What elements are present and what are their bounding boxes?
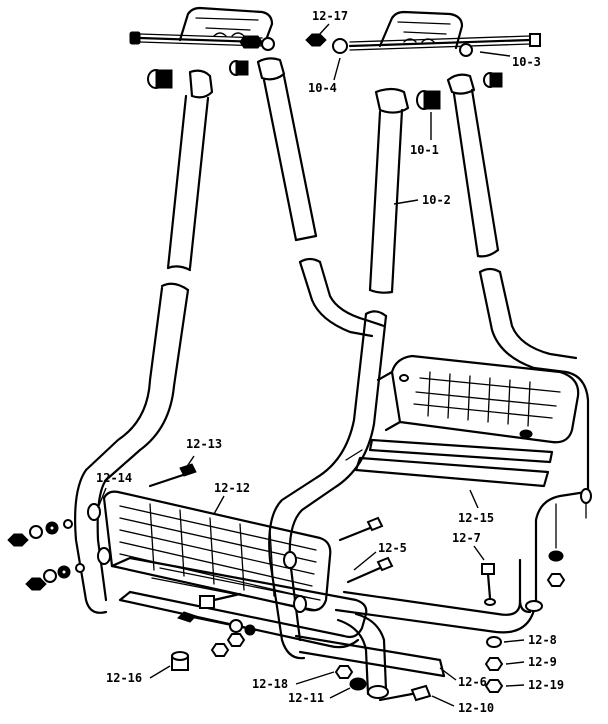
callout-12-9: 12-9	[528, 655, 557, 669]
right-top-bracket	[378, 10, 464, 50]
right-side-hardware	[484, 488, 592, 693]
left-side-hardware	[7, 503, 111, 591]
left-rear-upright	[256, 57, 386, 338]
rear-slats	[345, 438, 554, 488]
front-seat-grille	[102, 490, 332, 612]
callout-10-3: 10-3	[512, 55, 541, 69]
callout-12-10: 12-10	[458, 701, 495, 715]
right-rear-upright	[446, 73, 590, 502]
top-left-bolt	[129, 31, 275, 51]
callout-10-1: 10-1	[410, 143, 439, 157]
callout-12-13: 12-13	[186, 437, 223, 451]
bottom-hardware	[171, 592, 432, 702]
callout-10-2: 10-2	[422, 193, 451, 207]
rear-seat-pan	[376, 354, 580, 444]
callout-10-4: 10-4	[308, 81, 337, 95]
upper-right-bushing	[483, 72, 503, 88]
callout-12-6: 12-6	[458, 675, 487, 689]
lower-frame	[294, 490, 588, 699]
callout-12-7: 12-7	[452, 531, 481, 545]
callout-12-5: 12-5	[378, 541, 407, 555]
top-right-bolt	[305, 33, 541, 57]
callout-12-17: 12-17	[312, 9, 349, 23]
bolt-12-7	[481, 563, 496, 606]
callout-12-14: 12-14	[96, 471, 133, 485]
callout-12-15: 12-15	[458, 511, 495, 525]
callout-12-19: 12-19	[528, 678, 565, 692]
front-spacers	[283, 551, 307, 613]
callout-12-12: 12-12	[214, 481, 251, 495]
callout-12-11: 12-11	[288, 691, 325, 705]
upper-left-bushings	[147, 60, 249, 89]
callout-12-16: 12-16	[106, 671, 143, 685]
left-top-bracket	[178, 6, 274, 42]
leader-lines	[97, 23, 525, 707]
bolt-12-13	[148, 463, 197, 488]
right-front-upright	[268, 87, 410, 660]
callout-12-18: 12-18	[252, 677, 289, 691]
left-front-upright	[74, 69, 214, 614]
rear-cross-bolts	[338, 516, 394, 584]
bushing-10-1	[416, 90, 441, 110]
callout-12-8: 12-8	[528, 633, 557, 647]
